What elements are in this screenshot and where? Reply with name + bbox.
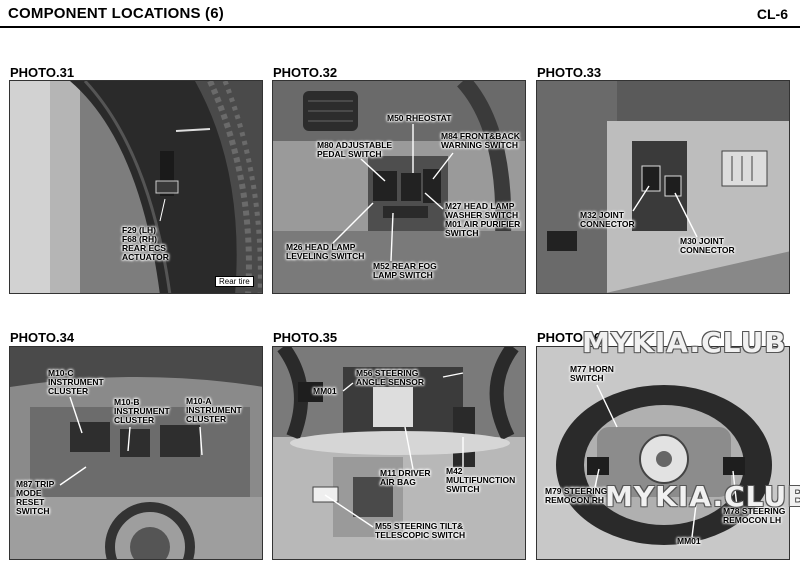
photo-35-image: M56 STEERING ANGLE SENSOR MM01 M11 DRIVE… [272,346,526,560]
label-m32-joint-connector: M32 JOINT CONNECTOR [580,210,635,229]
label-m30-joint-connector: M30 JOINT CONNECTOR [680,236,735,255]
photo-33-illustration [537,81,789,293]
page-header: COMPONENT LOCATIONS (6) CL-6 [0,0,800,28]
label-m55-steering-tilt-telescopic-switch: M55 STEERING TILT& TELESCOPIC SWITCH [375,521,466,540]
photo-34-illustration [10,347,262,559]
label-m50-rheostat: M50 RHEOSTAT [387,113,452,123]
label-m77-horn-switch: M77 HORN SWITCH [570,364,614,383]
photo-35-title: PHOTO.35 [273,330,338,345]
label-m42-multifunction-switch: M42 MULTIFUNCTION SWITCH [446,466,516,494]
photo-35-illustration [273,347,525,559]
label-m10a-instrument-cluster: M10-A INSTRUMENT CLUSTER [186,396,242,424]
label-m79-steering-remocon-rh: M79 STEERING REMOCON RH [545,486,608,505]
header-divider [0,26,800,28]
label-m26-head-lamp-leveling-switch: M26 HEAD LAMP LEVELING SWITCH [286,242,365,261]
photo-34-image: M10-C INSTRUMENT CLUSTER M10-B INSTRUMEN… [9,346,263,560]
label-m80-adjustable-pedal-switch: M80 ADJUSTABLE PEDAL SWITCH [317,140,393,159]
label-m11-driver-air-bag: M11 DRIVER AIR BAG [380,468,431,487]
photo-32-title: PHOTO.32 [273,65,338,80]
label-m27-head-lamp-washer-switch: M27 HEAD LAMP WASHER SWITCH M01 AIR PURI… [445,201,521,238]
watermark-top: MYKIA.CLUB [582,326,787,359]
page-code: CL-6 [756,6,788,22]
photo-33-image: M32 JOINT CONNECTOR M30 JOINT CONNECTOR [536,80,790,294]
label-m52-rear-fog-lamp-switch: M52 REAR FOG LAMP SWITCH [373,261,437,280]
photo-31-title: PHOTO.31 [10,65,75,80]
photo-36-image: M77 HORN SWITCH M79 STEERING REMOCON RH … [536,346,790,560]
watermark-bottom: MYKIA.CLUB [605,480,800,513]
photo-34-title: PHOTO.34 [10,330,75,345]
label-mm01-photo35: MM01 [313,386,337,396]
photo-32-image: M50 RHEOSTAT M80 ADJUSTABLE PEDAL SWITCH… [272,80,526,294]
label-m78-steering-remocon-lh: M78 STEERING REMOCON LH [723,506,786,525]
label-f29-rear-ecs-actuator: F29 (LH) F68 (RH) REAR ECS ACTUATOR [122,225,169,262]
photo-36-illustration [537,347,789,559]
photo-33-title: PHOTO.33 [537,65,602,80]
label-m56-steering-angle-sensor: M56 STEERING ANGLE SENSOR [356,368,425,387]
label-m10b-instrument-cluster: M10-B INSTRUMENT CLUSTER [114,397,170,425]
label-m87-trip-mode-reset-switch: M87 TRIP MODE RESET SWITCH [16,479,55,516]
photo-36-title: PHOTO.36 [537,330,602,345]
photo-31-image: F29 (LH) F68 (RH) REAR ECS ACTUATOR Rear… [9,80,263,294]
caption-rear-tire: Rear tire [215,276,254,287]
label-m84-front-back-warning-switch: M84 FRONT&BACK WARNING SWITCH [441,131,520,150]
page-title: COMPONENT LOCATIONS (6) [8,5,224,22]
label-mm01-photo36: MM01 [677,536,701,546]
photo-31-illustration [10,81,262,293]
label-m10c-instrument-cluster: M10-C INSTRUMENT CLUSTER [48,368,104,396]
